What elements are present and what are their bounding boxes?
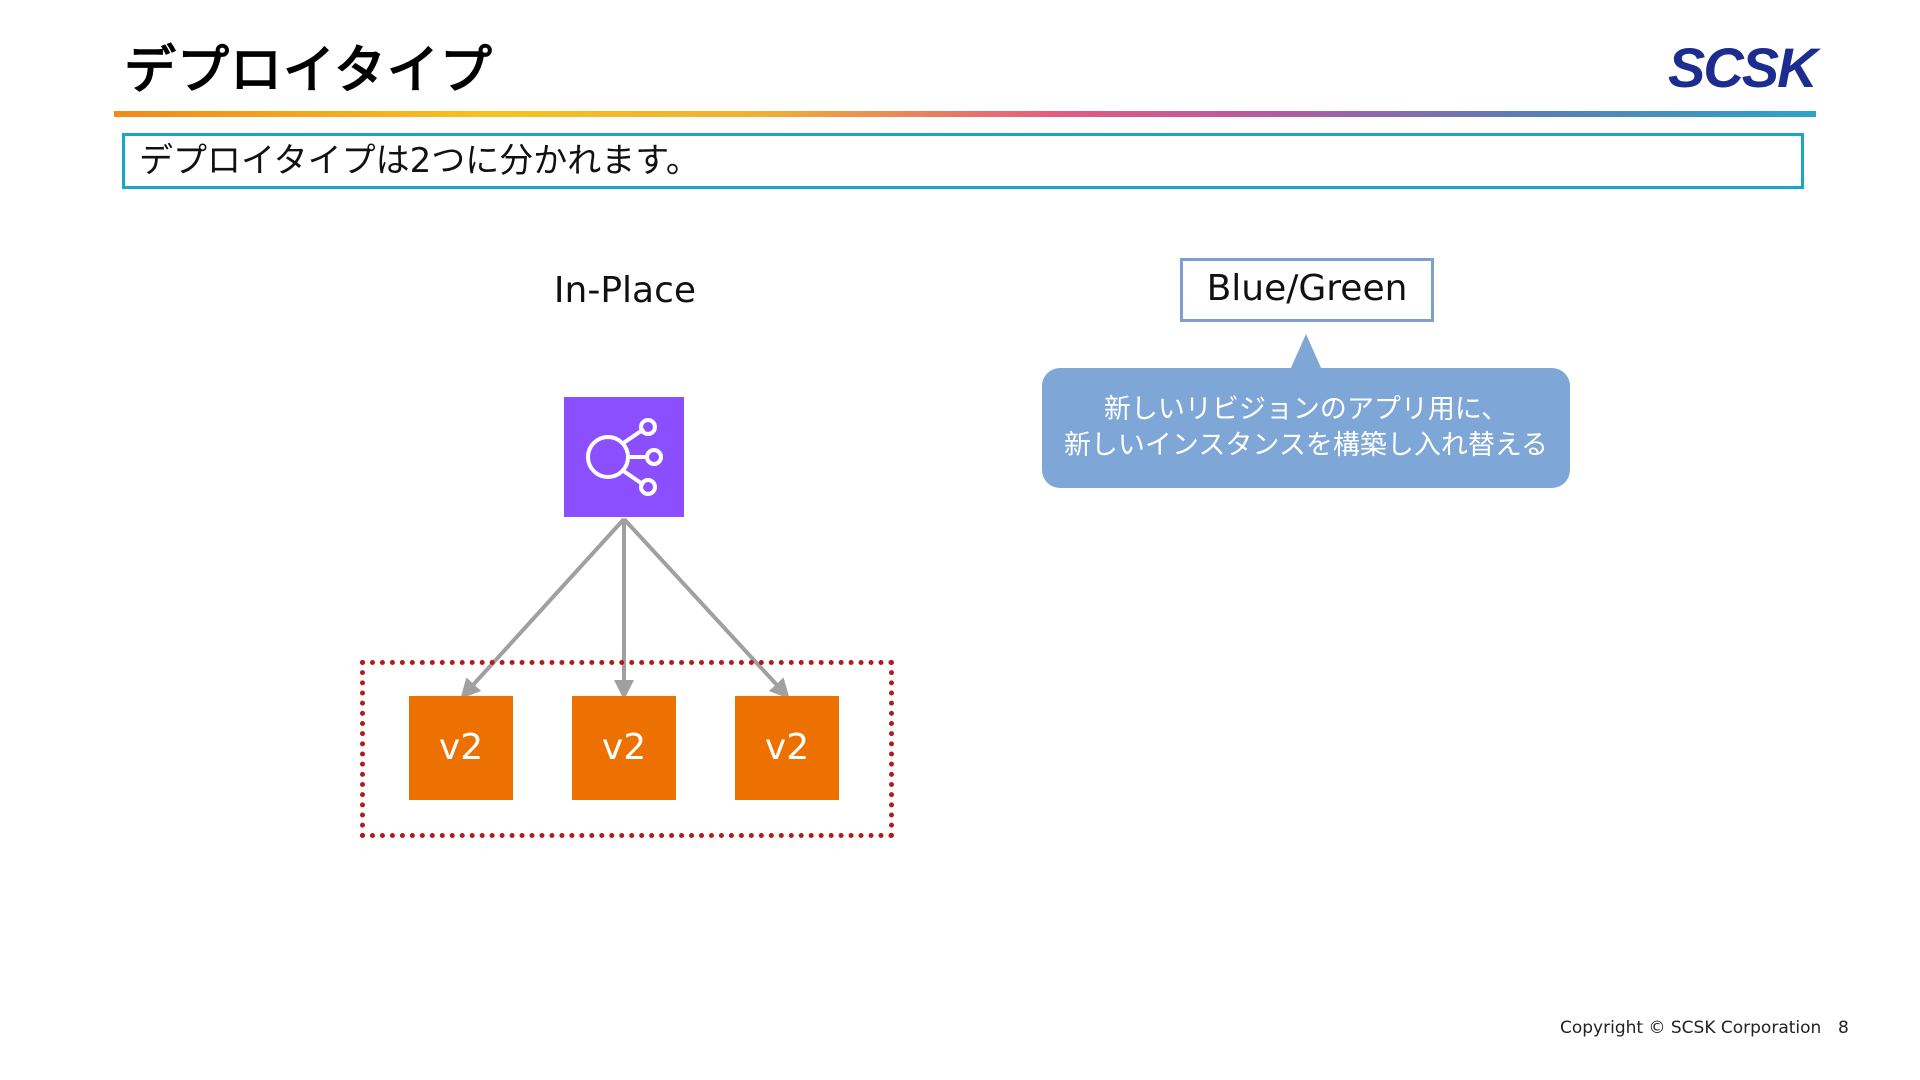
load-balancer-icon: [564, 397, 684, 517]
page-number: 8: [1838, 1018, 1849, 1038]
copyright-footer: Copyright © SCSK Corporation: [1560, 1018, 1822, 1038]
arrow-to-instance-1: [460, 517, 626, 699]
callout-line-2: 新しいインスタンスを構築し入れ替える: [1063, 430, 1549, 461]
instance-v2: v2: [409, 696, 513, 800]
blue-green-callout: 新しいリビジョンのアプリ用に、 新しいインスタンスを構築し入れ替える: [1042, 368, 1570, 488]
in-place-label: In-Place: [553, 270, 697, 311]
title-gradient-rule: [114, 111, 1816, 117]
slide-title: デプロイタイプ: [124, 41, 493, 101]
lead-text-box: デプロイタイプは2つに分かれます。: [122, 133, 1804, 189]
scsk-logo: SCSK: [1668, 36, 1818, 99]
instance-v2: v2: [572, 696, 676, 800]
instance-v2: v2: [735, 696, 839, 800]
callout-pointer: [1290, 334, 1322, 370]
arrow-to-instance-3: [622, 517, 790, 699]
blue-green-label: Blue/Green: [1180, 258, 1434, 322]
callout-line-1: 新しいリビジョンのアプリ用に、: [1103, 394, 1509, 425]
instance-group: [360, 660, 894, 838]
